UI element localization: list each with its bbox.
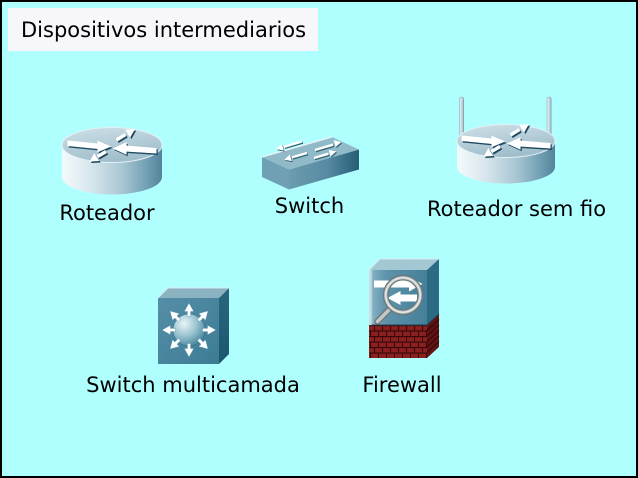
device-wireless-router[interactable]: Roteador sem fio bbox=[427, 92, 607, 224]
device-label: Roteador bbox=[59, 201, 155, 225]
device-switch[interactable]: Switch bbox=[247, 128, 372, 222]
multilayer-switch-icon bbox=[157, 287, 229, 364]
device-router[interactable]: Roteador bbox=[32, 118, 182, 230]
device-firewall[interactable]: Firewall bbox=[352, 254, 452, 402]
device-label: Roteador sem fio bbox=[427, 197, 607, 221]
device-label: Switch multicamada bbox=[86, 373, 300, 397]
title-box: Dispositivos intermediarios bbox=[8, 8, 318, 51]
router-icon bbox=[61, 127, 163, 195]
device-multilayer-switch[interactable]: Switch multicamada bbox=[81, 284, 305, 402]
switch-icon bbox=[261, 136, 359, 190]
device-label: Switch bbox=[274, 194, 345, 218]
device-label: Firewall bbox=[362, 373, 442, 397]
page-title: Dispositivos intermediarios bbox=[21, 17, 307, 42]
firewall-icon bbox=[368, 258, 440, 358]
brick-wall bbox=[369, 325, 427, 358]
wireless-router-icon bbox=[456, 96, 556, 184]
magnifier-icon bbox=[374, 274, 424, 325]
